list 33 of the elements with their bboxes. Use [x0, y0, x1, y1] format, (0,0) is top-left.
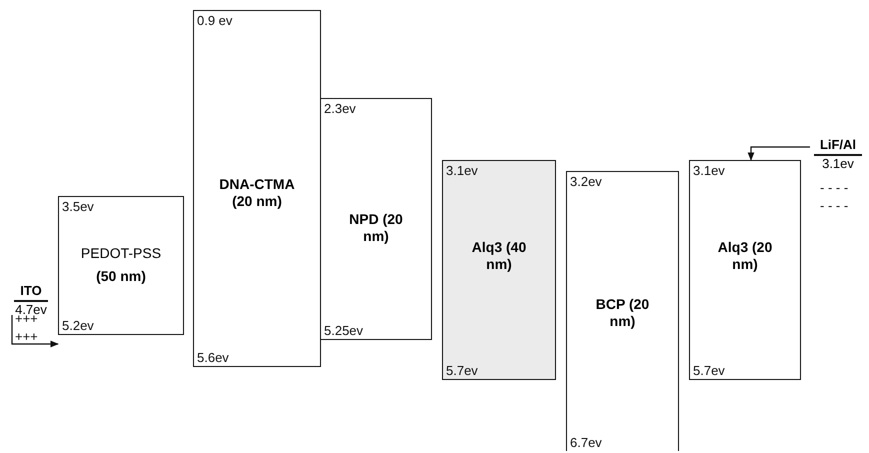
- layer-name: Alq3 (20 nm): [716, 239, 774, 273]
- electrode-name: LiF/Al: [814, 137, 862, 156]
- electrode-name: ITO: [14, 283, 48, 302]
- energy-level-box: [566, 171, 679, 451]
- charge-mark: - - - -: [820, 180, 848, 195]
- energy-level-box: [442, 160, 556, 380]
- charge-mark: +++: [15, 329, 38, 344]
- layer-name: DNA-CTMA (20 nm): [218, 176, 296, 210]
- layer-name: BCP (20 nm): [594, 296, 650, 330]
- energy-level-box: [58, 196, 184, 335]
- energy-value: 0.9 ev: [197, 13, 232, 28]
- arrow: [748, 146, 810, 161]
- energy-value: 5.7ev: [693, 363, 725, 378]
- charge-mark: - - - -: [820, 198, 848, 213]
- energy-level-box: [689, 160, 801, 380]
- layer-name: (50 nm): [96, 268, 146, 285]
- energy-value: 3.1ev: [693, 163, 725, 178]
- energy-value: 5.7ev: [446, 363, 478, 378]
- layer-name: NPD (20 nm): [348, 211, 404, 245]
- energy-value: 5.6ev: [197, 350, 229, 365]
- energy-level-box: [193, 10, 321, 367]
- energy-value: 5.2ev: [62, 318, 94, 333]
- energy-value: 6.7ev: [570, 435, 602, 450]
- energy-value: 3.1ev: [446, 163, 478, 178]
- energy-value: 5.25ev: [324, 323, 364, 338]
- layer-name: Alq3 (40 nm): [470, 239, 528, 273]
- layer-name: PEDOT-PSS: [80, 245, 162, 262]
- energy-value: 3.5ev: [62, 199, 94, 214]
- energy-value: 2.3ev: [324, 101, 356, 116]
- energy-value: 3.1ev: [822, 156, 854, 172]
- energy-level-box: [320, 98, 432, 340]
- arrow: [11, 315, 59, 348]
- energy-value: 3.2ev: [570, 174, 602, 189]
